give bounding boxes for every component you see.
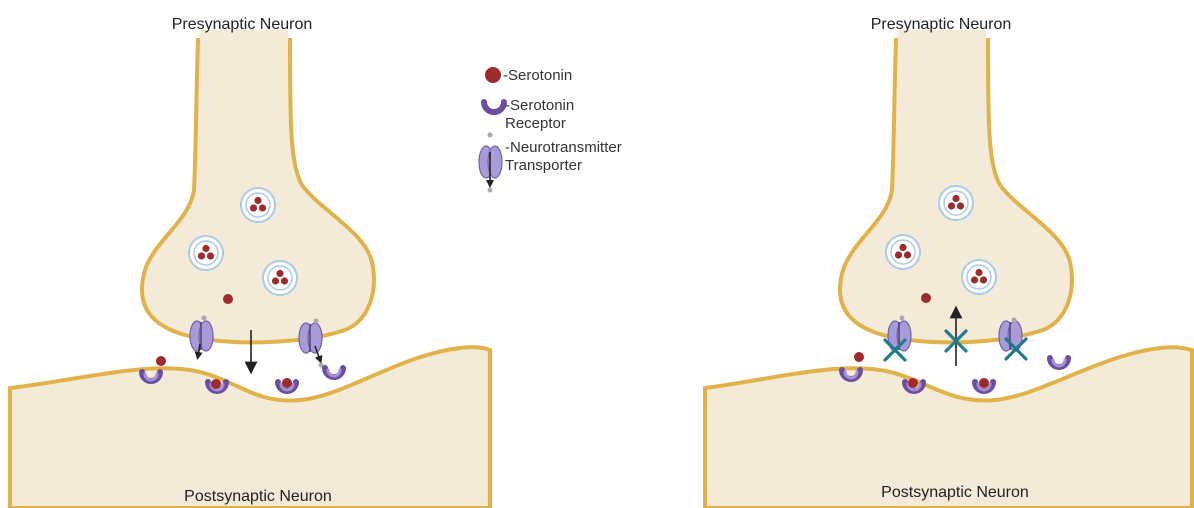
postsynaptic-label-right: Postsynaptic Neuron	[881, 484, 1029, 501]
legend-receptor-label-2: Receptor	[505, 115, 566, 132]
legend-receptor-icon	[484, 102, 504, 112]
serotonin-icon	[223, 294, 233, 304]
receptor-icon	[325, 368, 343, 377]
vesicle-icon	[886, 235, 920, 269]
serotonin-icon	[921, 293, 931, 303]
vesicle-icon	[263, 261, 297, 295]
right-panel: Presynaptic Neuron Postsynaptic Neuron	[705, 16, 1192, 508]
vesicle-icon	[189, 236, 223, 270]
vesicle-icon	[241, 188, 275, 222]
legend-receptor-label-1: -Serotonin	[505, 97, 574, 114]
left-panel: Presynaptic Neuron Postsynaptic Neuron	[10, 16, 490, 508]
transporter-icon	[190, 321, 213, 351]
postsynaptic-cell-left	[10, 347, 490, 508]
legend-transporter-label-2: Transporter	[505, 157, 582, 174]
legend-serotonin-icon	[485, 67, 501, 83]
postsynaptic-label-left: Postsynaptic Neuron	[184, 488, 332, 505]
serotonin-icon	[854, 352, 864, 362]
legend-transporter-icon	[479, 146, 502, 184]
legend-transporter-label-1: -Neurotransmitter	[505, 139, 622, 156]
transporter-icon	[299, 323, 322, 353]
presynaptic-label-right: Presynaptic Neuron	[871, 16, 1012, 33]
legend: -Serotonin -Serotonin Receptor -Neurotra…	[479, 67, 622, 193]
presynaptic-label-left: Presynaptic Neuron	[172, 16, 313, 33]
vesicle-icon	[939, 186, 973, 220]
legend-serotonin-label: -Serotonin	[503, 67, 572, 84]
serotonin-icon	[156, 356, 166, 366]
receptor-icon	[1050, 358, 1068, 367]
vesicle-icon	[962, 260, 996, 294]
